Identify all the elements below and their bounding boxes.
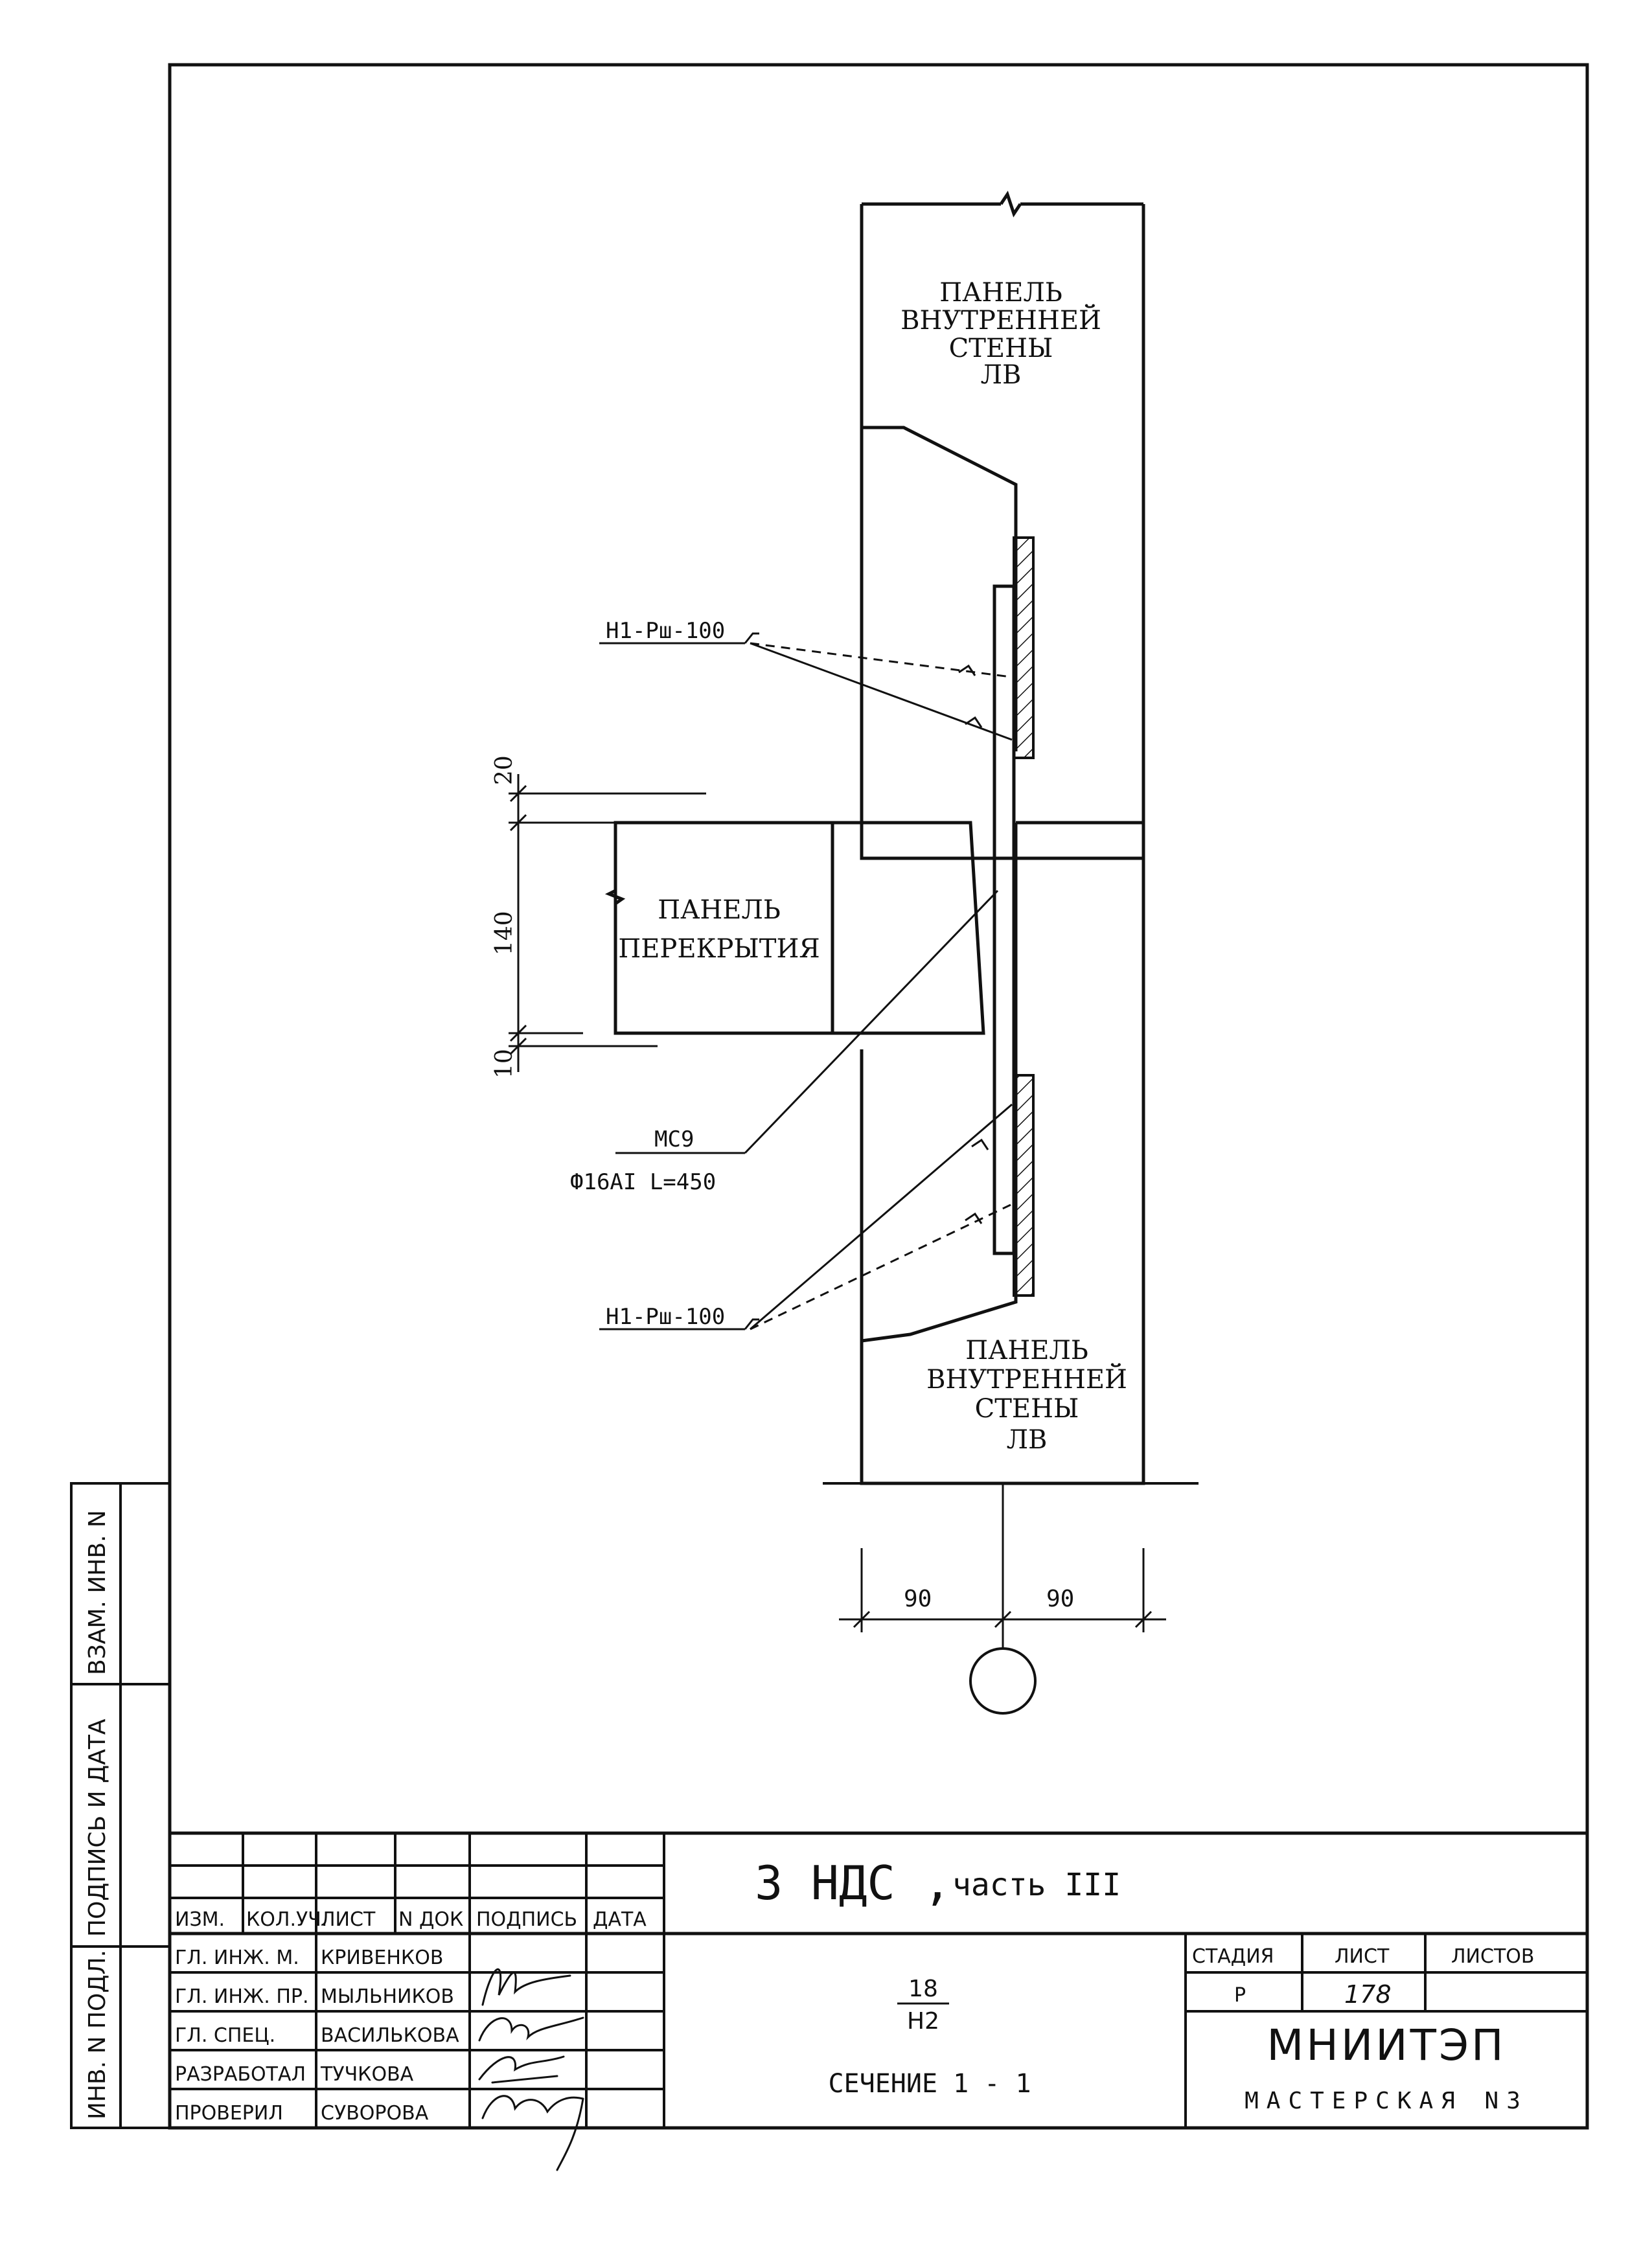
- vertical-dimension: [509, 774, 706, 1072]
- person-name: КРИВЕНКОВ: [321, 1946, 443, 1969]
- person-name: МЫЛЬНИКОВ: [321, 1985, 454, 2008]
- svg-text:ПАНЕЛЬ: ПАНЕЛЬ: [939, 278, 1062, 308]
- person-role: ПРОВЕРИЛ: [175, 2102, 283, 2125]
- svg-text:КОЛ.УЧ.: КОЛ.УЧ.: [246, 1908, 327, 1931]
- person-name: ВАСИЛЬКОВА: [321, 2024, 459, 2047]
- svg-text:ИЗМ.: ИЗМ.: [175, 1908, 225, 1931]
- connector-plate: [992, 536, 1035, 1297]
- svg-text:ВНУТРЕННЕЙ: ВНУТРЕННЕЙ: [901, 304, 1101, 336]
- part-mark: МС9: [654, 1126, 694, 1152]
- svg-text:ПЕРЕКРЫТИЯ: ПЕРЕКРЫТИЯ: [618, 934, 820, 964]
- svg-text:Р: Р: [1234, 1984, 1246, 2007]
- svg-text:СТЕНЫ: СТЕНЫ: [949, 334, 1053, 363]
- svg-text:ЛИСТ: ЛИСТ: [321, 1908, 376, 1931]
- dim-gap-bottom: 10: [491, 1049, 518, 1079]
- svg-text:ПАНЕЛЬ: ПАНЕЛЬ: [965, 1336, 1088, 1365]
- dim-gap-top: 20: [491, 755, 518, 785]
- title-block: [170, 1833, 1587, 2128]
- svg-text:ПОДПИСЬ: ПОДПИСЬ: [476, 1908, 577, 1931]
- workshop-name: МАСТЕРСКАЯ N3: [1245, 2088, 1528, 2114]
- dim-right: 90: [1046, 1586, 1074, 1612]
- weld-label-bottom: Н1-Рш-100: [606, 1304, 725, 1330]
- svg-text:178: 178: [1344, 1980, 1392, 2009]
- sheet-code-bottom: Н2: [907, 2008, 939, 2035]
- side-stamp: ВЗАМ. ИНВ. N ПОДПИСЬ И ДАТА ИНВ. N ПОДЛ.: [70, 1482, 171, 2129]
- svg-text:СТЕНЫ: СТЕНЫ: [975, 1394, 1079, 1424]
- person-name: СУВОРОВА: [321, 2102, 429, 2125]
- title-block-headers: ИЗМ. КОЛ.УЧ. ЛИСТ N ДОК ПОДПИСЬ ДАТА: [175, 1908, 647, 1931]
- svg-text:ЛИСТ: ЛИСТ: [1335, 1945, 1390, 1968]
- sheet-title: СЕЧЕНИЕ 1 - 1: [828, 2069, 1031, 2099]
- dim-slab: 140: [491, 911, 518, 955]
- floor-panel-label: ПАНЕЛЬ ПЕРЕКРЫТИЯ: [618, 895, 820, 964]
- upper-panel-label: ПАНЕЛЬ ВНУТРЕННЕЙ СТЕНЫ ЛВ: [901, 278, 1101, 390]
- svg-text:СТАДИЯ: СТАДИЯ: [1192, 1945, 1274, 1968]
- person-role: ГЛ. ИНЖ. ПР.: [175, 1985, 309, 2008]
- person-role: РАЗРАБОТАЛ: [175, 2063, 306, 2086]
- svg-text:N ДОК: N ДОК: [398, 1908, 463, 1931]
- side-stamp-sign-date: ПОДПИСЬ И ДАТА: [84, 1718, 111, 1937]
- svg-text:ЛИСТОВ: ЛИСТОВ: [1451, 1945, 1534, 1968]
- weld-leader-bottom: [599, 1103, 1013, 1330]
- signature-2: [478, 2016, 584, 2042]
- title-block-people: ГЛ. ИНЖ. М. КРИВЕНКОВ ГЛ. ИНЖ. ПР. МЫЛЬН…: [175, 1946, 459, 2125]
- project-part: часть III: [952, 1867, 1121, 1903]
- person-role: ГЛ. ИНЖ. М.: [175, 1946, 299, 1969]
- svg-text:ДАТА: ДАТА: [593, 1908, 647, 1931]
- sheet-frame: [168, 63, 1589, 2130]
- signature-3: [478, 2055, 565, 2084]
- svg-text:ВНУТРЕННЕЙ: ВНУТРЕННЕЙ: [926, 1364, 1127, 1395]
- signature-4: [481, 2095, 584, 2171]
- part-spec: Ф16АI L=450: [570, 1169, 716, 1195]
- floor-panel: [604, 821, 985, 1035]
- horizontal-dimension: [839, 1483, 1166, 1715]
- project-title: 3 НДС ,: [755, 1856, 951, 1910]
- dim-left: 90: [904, 1586, 932, 1612]
- lower-panel-label: ПАНЕЛЬ ВНУТРЕННЕЙ СТЕНЫ ЛВ: [926, 1336, 1127, 1455]
- signature-1: [481, 1968, 571, 2006]
- svg-text:ЛВ: ЛВ: [1007, 1425, 1048, 1455]
- part-leader: [615, 889, 999, 1154]
- side-stamp-swap-inv: ВЗАМ. ИНВ. N: [84, 1510, 111, 1675]
- weld-leader-top: [599, 632, 1013, 741]
- side-stamp-inv-orig: ИНВ. N ПОДЛ.: [84, 1950, 111, 2119]
- weld-label-top: Н1-Рш-100: [606, 618, 725, 644]
- org-name: МНИИТЭП: [1267, 2020, 1506, 2070]
- svg-text:ПАНЕЛЬ: ПАНЕЛЬ: [658, 895, 781, 925]
- svg-text:ЛВ: ЛВ: [981, 360, 1022, 390]
- signatures: [478, 1968, 584, 2171]
- person-name: ТУЧКОВА: [320, 2063, 414, 2086]
- person-role: ГЛ. СПЕЦ.: [175, 2024, 275, 2047]
- stage-block: СТАДИЯ ЛИСТ ЛИСТОВ Р 178: [1192, 1945, 1534, 2009]
- sheet-code-top: 18: [908, 1976, 938, 2002]
